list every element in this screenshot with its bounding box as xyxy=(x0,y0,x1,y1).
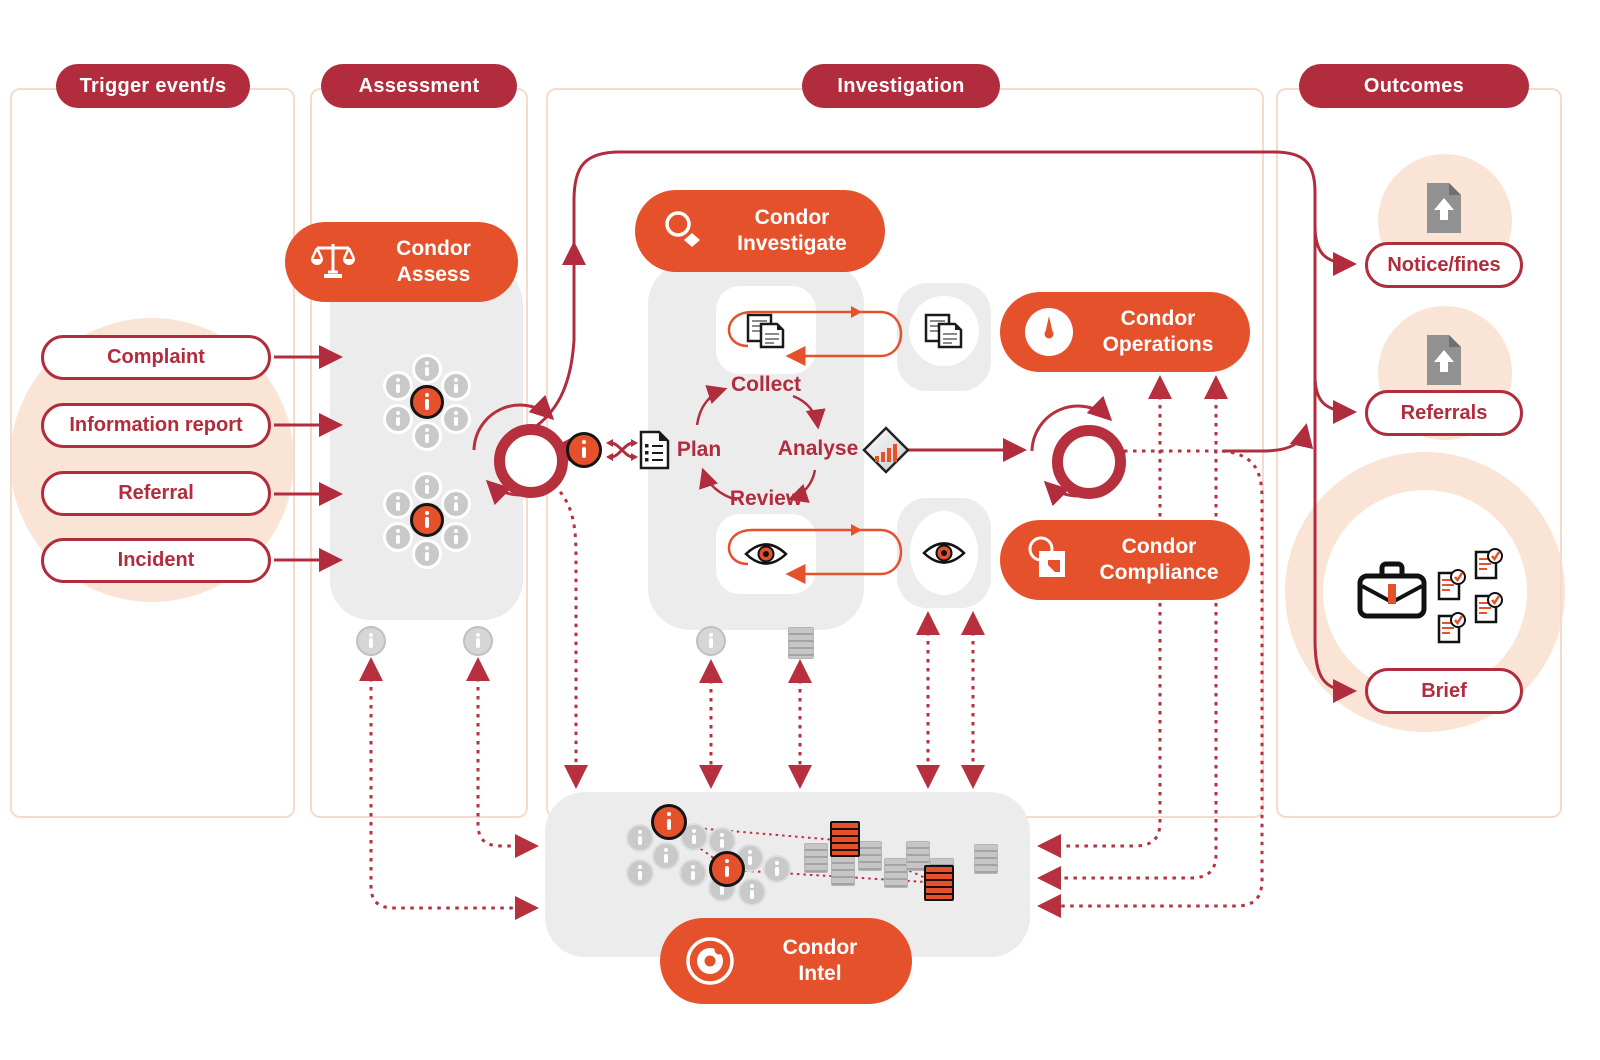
document-icon xyxy=(804,843,828,873)
info-icon xyxy=(441,404,471,434)
upload-document-icon xyxy=(1421,180,1467,236)
condor-compliance-pill: Condor Compliance xyxy=(1000,520,1250,600)
column-header-investigation-label: Investigation xyxy=(837,74,965,97)
briefcase-icon xyxy=(1354,556,1430,622)
info-icon xyxy=(626,859,654,887)
eye-icon xyxy=(744,541,788,567)
outcome-label: Referrals xyxy=(1400,401,1488,424)
cycle-step-analyse: Analyse xyxy=(777,437,859,460)
upload-document-icon xyxy=(1421,332,1467,388)
checklist-doc-icon xyxy=(1474,547,1504,581)
info-icon-highlight xyxy=(566,432,602,468)
document-icon xyxy=(906,841,930,871)
condor-intel-pill: Condor Intel xyxy=(660,918,912,1004)
gauge-icon xyxy=(1024,307,1074,357)
condor-operations-label: Condor Operations xyxy=(1102,306,1214,356)
document-icon xyxy=(884,858,908,888)
documents-stack-icon xyxy=(924,313,964,349)
document-icon xyxy=(974,844,998,874)
cycle-step-plan: Plan xyxy=(676,438,722,461)
intel-lens-icon xyxy=(684,935,736,987)
condor-investigate-pill: Condor Investigate xyxy=(635,190,885,272)
column-header-assessment: Assessment xyxy=(321,64,517,108)
documents-stack-icon xyxy=(746,313,786,349)
column-header-outcomes: Outcomes xyxy=(1299,64,1529,108)
info-icon xyxy=(441,371,471,401)
document-icon-highlight xyxy=(830,821,860,857)
trigger-label: Information report xyxy=(69,414,243,436)
plan-document-icon xyxy=(637,430,671,470)
info-icon xyxy=(412,354,442,384)
info-icon xyxy=(412,421,442,451)
info-icon xyxy=(708,827,736,855)
assessment-process-node xyxy=(494,424,568,498)
column-header-investigation: Investigation xyxy=(802,64,1000,108)
checklist-doc-icon xyxy=(1474,591,1504,625)
outcome-label: Brief xyxy=(1421,679,1467,702)
info-icon-muted xyxy=(696,626,726,656)
info-icon-highlight xyxy=(410,503,444,537)
column-header-trigger-label: Trigger event/s xyxy=(79,74,227,97)
info-icon xyxy=(441,522,471,552)
info-icon-muted xyxy=(356,626,386,656)
info-icon-highlight xyxy=(651,804,687,840)
operations-process-node xyxy=(1052,425,1126,499)
checklist-doc-icon xyxy=(1437,568,1467,602)
scales-icon xyxy=(309,238,357,286)
info-icon-highlight xyxy=(709,851,745,887)
outcome-pill-notice-fines: Notice/fines xyxy=(1365,242,1523,288)
compliance-icon xyxy=(1024,534,1076,586)
document-icon xyxy=(831,856,855,886)
info-icon xyxy=(679,859,707,887)
info-icon xyxy=(383,371,413,401)
trigger-pill-information-report: Information report xyxy=(41,403,271,448)
condor-assess-label: Condor Assess xyxy=(396,236,471,286)
info-icon xyxy=(441,489,471,519)
info-icon xyxy=(738,878,766,906)
info-icon-highlight xyxy=(410,385,444,419)
condor-intel-label: Condor Intel xyxy=(782,935,858,985)
info-icon xyxy=(652,842,680,870)
column-header-outcomes-label: Outcomes xyxy=(1363,74,1465,97)
trigger-pill-complaint: Complaint xyxy=(41,335,271,380)
info-icon-muted xyxy=(463,626,493,656)
condor-compliance-label: Condor Compliance xyxy=(1099,534,1219,584)
cycle-step-collect: Collect xyxy=(730,373,801,396)
trigger-label: Complaint xyxy=(107,346,205,368)
outcome-pill-referrals: Referrals xyxy=(1365,390,1523,436)
info-icon xyxy=(383,522,413,552)
analyse-diamond-icon xyxy=(862,426,910,474)
document-icon xyxy=(858,841,882,871)
info-icon xyxy=(412,472,442,502)
condor-operations-pill: Condor Operations xyxy=(1000,292,1250,372)
outcome-label: Notice/fines xyxy=(1387,253,1501,276)
info-icon xyxy=(383,489,413,519)
trigger-pill-incident: Incident xyxy=(41,538,271,583)
trigger-pill-referral: Referral xyxy=(41,471,271,516)
cycle-step-review: Review xyxy=(729,487,803,510)
exchange-arrows-icon xyxy=(606,437,638,463)
condor-investigate-label: Condor Investigate xyxy=(737,205,847,255)
info-icon xyxy=(412,539,442,569)
trigger-label: Incident xyxy=(117,549,195,571)
info-icon xyxy=(763,855,791,883)
magnifier-icon xyxy=(659,207,707,255)
outcome-pill-brief: Brief xyxy=(1365,668,1523,714)
info-icon xyxy=(626,824,654,852)
checklist-doc-icon xyxy=(1437,611,1467,645)
column-header-trigger: Trigger event/s xyxy=(56,64,250,108)
info-icon xyxy=(383,404,413,434)
document-icon-highlight xyxy=(924,865,954,901)
column-header-assessment-label: Assessment xyxy=(358,74,480,97)
trigger-label: Referral xyxy=(118,482,194,504)
document-icon-muted xyxy=(788,627,814,659)
condor-assess-pill: Condor Assess xyxy=(285,222,518,302)
eye-icon xyxy=(922,540,966,566)
